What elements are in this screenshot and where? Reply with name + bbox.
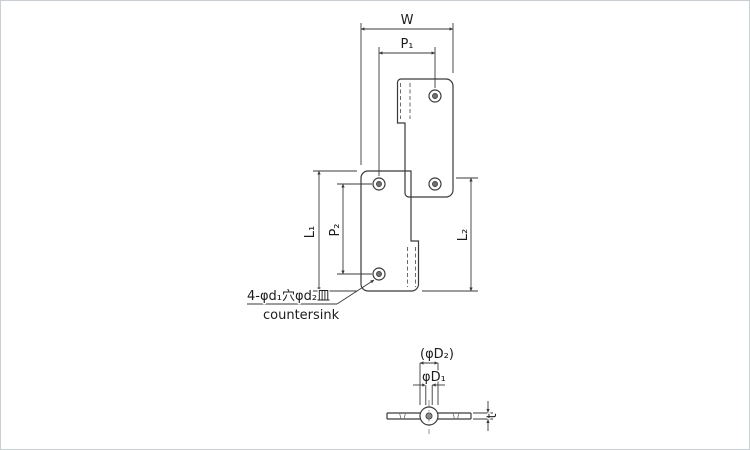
countersink-note: 4-φd₁穴φd₂皿 countersink <box>246 279 375 324</box>
dim-label-p2: P₂ <box>328 223 343 236</box>
front-view <box>360 78 454 292</box>
countersunk-hole <box>372 177 386 191</box>
dim-label-p1: P₁ <box>400 37 413 52</box>
dim-label-t: t <box>485 413 500 418</box>
section-view: (φD₂) φD₁ t <box>386 346 501 434</box>
knuckle-barrel <box>419 406 439 426</box>
dimension-w: W <box>360 12 454 165</box>
dim-label-l1: L₁ <box>303 226 318 238</box>
countersunk-hole <box>428 177 442 191</box>
countersunk-hole <box>372 267 386 281</box>
dim-label-w: W <box>401 13 414 28</box>
dimension-l2: L₂ <box>422 177 478 292</box>
dim-label-d2: (φD₂) <box>420 347 454 362</box>
dimension-p1: P₁ <box>378 36 436 176</box>
dimension-d2: (φD₂) <box>419 346 455 405</box>
dimension-t: t <box>473 401 501 431</box>
dimension-d1: φD₁ <box>413 369 447 405</box>
dim-label-d1: φD₁ <box>422 370 446 385</box>
dim-label-l2: L₂ <box>456 229 471 241</box>
note-line1: 4-φd₁穴φd₂皿 <box>247 289 330 304</box>
upper-leaf <box>396 78 454 198</box>
dimension-l1: L₁ <box>302 170 357 292</box>
countersunk-hole <box>428 89 442 103</box>
hinge-pin <box>425 412 433 420</box>
note-line2: countersink <box>263 308 340 323</box>
lower-leaf <box>360 170 420 292</box>
dimension-p2: P₂ <box>327 183 372 275</box>
